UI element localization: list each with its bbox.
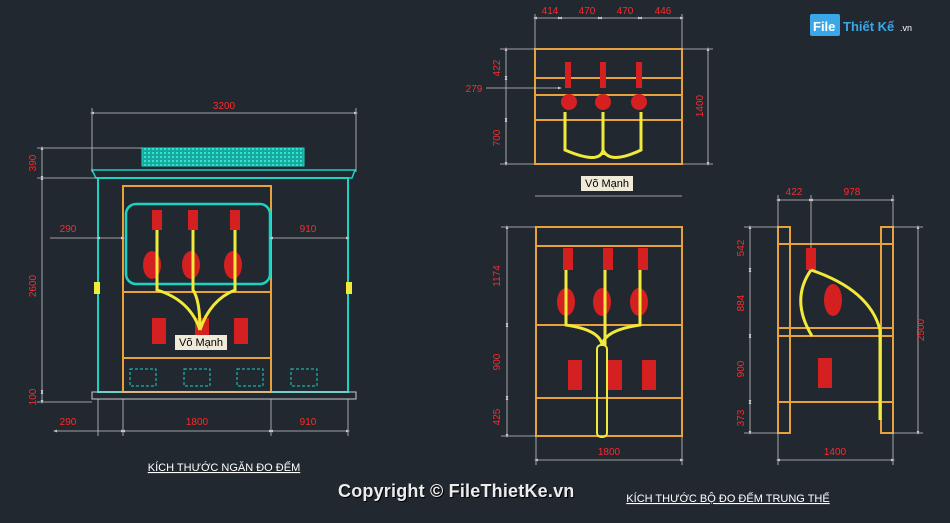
viewing-window	[124, 202, 272, 286]
logo-mark: File Thiết Kế .vn	[810, 14, 912, 36]
dim-910-bottom: 910	[300, 417, 317, 428]
dim-3200: 3200	[213, 101, 236, 112]
dim-470-a: 470	[579, 6, 596, 17]
dim-425: 425	[492, 408, 503, 425]
dim-1400-top: 1400	[695, 94, 706, 117]
base-rail	[91, 391, 357, 400]
logo-tld-text: .vn	[900, 23, 912, 33]
copyright-watermark: Copyright © FileThietKe.vn	[338, 481, 575, 501]
dim-290-side: 290	[60, 224, 77, 235]
tag-vo-manh-left	[175, 335, 227, 350]
dim-100: 100	[28, 388, 39, 405]
cables-left	[155, 230, 237, 331]
tag-vo-manh-top	[581, 176, 633, 191]
caption-right: KÍCH THƯỚC BỘ ĐO ĐẾM TRUNG THẾ	[626, 492, 829, 505]
metering-cabinet-view: Võ Mạnh 3200 390 2600 100 290 910 290 18…	[28, 101, 358, 474]
dim-884: 884	[736, 294, 747, 311]
dim-1800-front: 1800	[598, 447, 621, 458]
dim-446: 446	[655, 6, 672, 17]
dim-1400-side: 1400	[824, 447, 847, 458]
logo-thietke-text: Thiết Kế	[843, 19, 895, 34]
side-elevation-view: 422 978 542 884 900 373 2500 1400	[736, 187, 927, 465]
base-boxes	[129, 368, 318, 387]
dim-1800-bottom: 1800	[186, 417, 209, 428]
dim-1174: 1174	[492, 265, 503, 287]
dim-422-top: 422	[492, 59, 503, 76]
logo-file-text: File	[813, 19, 835, 34]
dim-373: 373	[736, 409, 747, 426]
insulators-top	[143, 210, 248, 344]
dim-422-side: 422	[786, 187, 803, 198]
roof	[90, 169, 357, 179]
dim-2600: 2600	[28, 274, 39, 297]
dim-978: 978	[844, 187, 861, 198]
dim-700: 700	[492, 129, 503, 146]
tag-vo-manh-left-text: Võ Mạnh	[179, 337, 223, 349]
dim-2500: 2500	[916, 318, 927, 341]
top-plan-view: 414 470 470 446 422 279 700 1400 Võ Mạnh	[466, 6, 713, 197]
dim-414: 414	[542, 6, 559, 17]
dim-900-front: 900	[492, 353, 503, 370]
filethietke-logo: File Thiết Kế .vn	[808, 10, 920, 40]
dim-470-b: 470	[617, 6, 634, 17]
front-elevation-view: 1174 900 425 1800	[492, 225, 684, 465]
dim-279: 279	[466, 84, 483, 95]
dim-390: 390	[28, 154, 39, 171]
roof-vent	[141, 147, 305, 167]
dim-542: 542	[736, 239, 747, 256]
caption-left: KÍCH THƯỚC NGĂN ĐO ĐẾM	[148, 461, 300, 474]
dim-910-side: 910	[300, 224, 317, 235]
dim-900-side: 900	[736, 360, 747, 377]
dim-290-bottom: 290	[60, 417, 77, 428]
tag-vo-manh-top-text: Võ Mạnh	[585, 178, 629, 190]
